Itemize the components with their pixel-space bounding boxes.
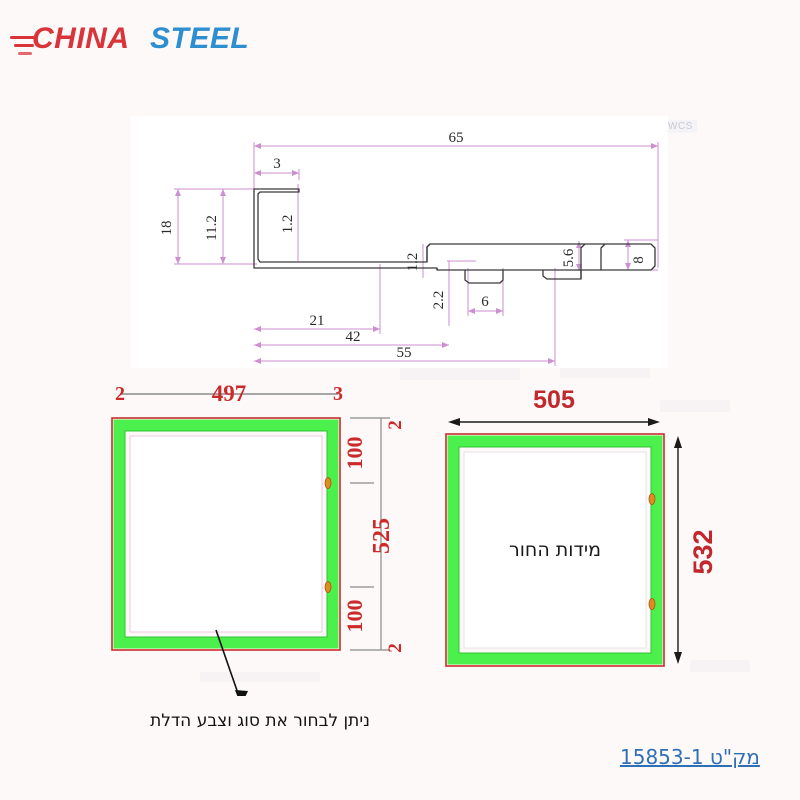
label-right-top-marker: 2 [385,420,406,430]
logo-speed-line [10,36,36,39]
logo-speed-line [18,52,32,55]
door-green-band [113,419,339,649]
opening-green-band [447,435,663,665]
scan-artifact [660,400,730,412]
label-right-bottom-marker: 2 [385,643,406,653]
opening-face [463,451,647,649]
dim-2p2: 2.2 [431,291,447,310]
scan-artifact [560,366,650,378]
right-elevation-labels: 505 532 [533,386,718,575]
dim-1p2-lip: 1.2 [280,215,296,234]
dim-42: 42 [346,329,361,345]
label-top-left-marker: 2 [115,383,125,405]
dim-1p2-wall: 1.2 [405,253,421,272]
label-top-width: 497 [212,381,247,406]
scan-artifact [400,366,520,380]
label-top-right-marker: 3 [333,383,343,405]
left-elevation-labels: 2 497 3 100 100 525 2 2 [115,381,406,653]
logo-speed-line [14,44,34,47]
dim-6: 6 [481,294,489,310]
door-leaf-face [129,435,323,633]
opening-outer-frame [445,433,665,667]
right-dimension-line [674,436,682,664]
right-elevation-svg: מידות החור 505 532 [445,386,718,667]
company-logo: CHINA STEEL [10,14,249,62]
dim-55: 55 [397,345,412,361]
scan-artifact [200,672,320,682]
dim-3: 3 [273,156,281,172]
profile-section-drawing: 65 3 1.2 18 11.2 1.2 2.2 6 5.6 8 21 42 5… [131,116,668,368]
door-type-note: ניתן לבחור את סוג וצבע הדלת [150,711,370,731]
profile-section-svg: 65 3 1.2 18 11.2 1.2 2.2 6 5.6 8 21 42 5… [159,130,659,366]
logo-text-china: CHINA [32,22,130,55]
left-elevation-svg: 2 497 3 100 100 525 2 2 [111,381,406,706]
door-outer-frame [111,417,341,651]
dim-8: 8 [631,256,647,264]
catalog-number-link[interactable]: מק"ט 15853-1 [620,745,760,769]
logo-text-steel: STEEL [150,22,250,55]
label-right-bottom-gap: 100 [342,600,367,633]
door-green-band-edge [124,430,328,638]
dim-65: 65 [449,130,464,146]
hinge-icon [324,477,332,489]
dim-5p6: 5.6 [561,248,577,267]
opening-green-band-edge [458,446,652,654]
top-dimension-line [448,418,660,426]
dimension-labels: 65 3 1.2 18 11.2 1.2 2.2 6 5.6 8 21 42 5… [159,130,647,361]
right-elevation-drawing: מידות החור 505 532 [424,376,744,696]
opening-center-label: מידות החור [509,539,601,561]
hinge-icon [324,581,332,593]
wcs-watermark: WCS [664,120,697,133]
label-right-height: 525 [369,518,395,554]
dim-21: 21 [310,313,325,329]
left-elevation-drawing: 2 497 3 100 100 525 2 2 [98,376,418,706]
hinge-icon [648,493,656,505]
profile-outline [253,188,656,284]
scan-artifact [690,660,750,672]
dim-11p2: 11.2 [204,215,220,241]
label-opening-height: 532 [688,529,718,574]
label-right-top-gap: 100 [342,437,367,470]
right-dimension-lines [350,417,390,651]
label-opening-width: 505 [533,386,575,414]
hinge-icon [648,598,656,610]
dim-18: 18 [159,221,175,236]
